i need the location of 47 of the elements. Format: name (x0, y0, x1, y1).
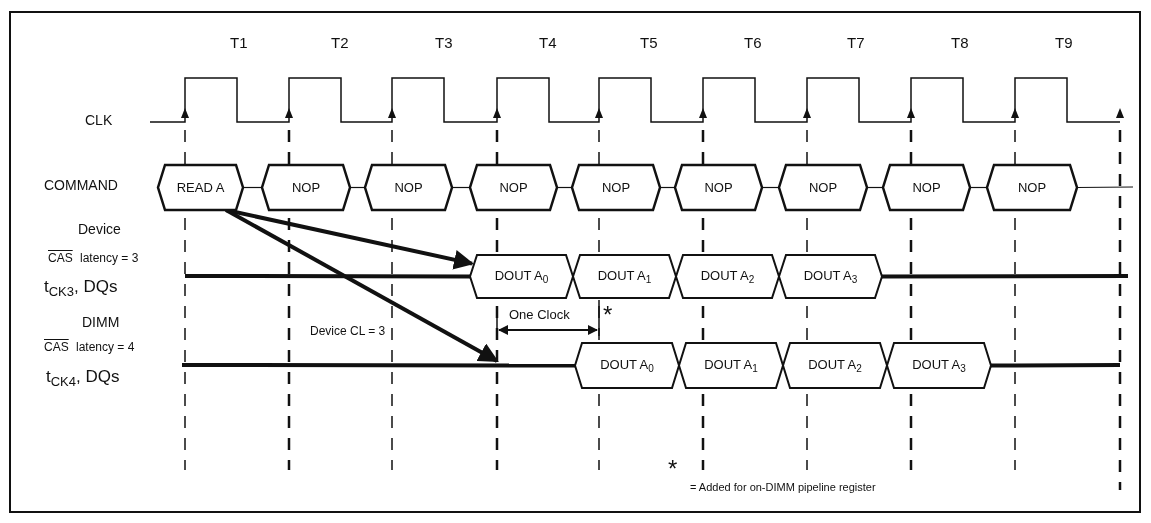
dimension-label: One Clock (509, 308, 570, 323)
command-box: READ A (158, 165, 243, 210)
data-box: DOUT A$_{2}$ (783, 343, 887, 388)
data-box: DOUT A$_{2}$ (676, 255, 779, 298)
signal-name: t$_{CK3}$, DQs (44, 278, 118, 300)
command-box: NOP (883, 165, 970, 210)
signal-line (882, 274, 1128, 279)
command-box: NOP (987, 165, 1077, 210)
clock-period-label: T9 (1055, 35, 1073, 52)
signal-name: CAS (44, 341, 69, 355)
footnote-mark: * (603, 302, 613, 329)
bus-line (242, 186, 263, 189)
signal-line (185, 274, 470, 279)
data-box: DOUT A$_{3}$ (887, 343, 991, 388)
signal-name: Device (78, 222, 121, 238)
edge-label: Device CL = 3 (308, 324, 388, 338)
command-box: NOP (365, 165, 452, 210)
footnote-mark: * (668, 456, 678, 483)
data-box: DOUT A$_{0}$ (575, 343, 679, 388)
clock-period-label: T4 (539, 35, 557, 52)
command-box: NOP (470, 165, 557, 210)
data-box: DOUT A$_{1}$ (679, 343, 783, 388)
clock-period-label: T3 (435, 35, 453, 52)
signal-name: t$_{CK4}$, DQs (46, 368, 120, 390)
command-box: NOP (675, 165, 762, 210)
data-box: DOUT A$_{0}$ (470, 255, 573, 298)
command-box: NOP (779, 165, 867, 210)
signal-name: latency = 4 (76, 341, 135, 355)
bus-line (1076, 186, 1134, 189)
command-box: NOP (262, 165, 350, 210)
clock-period-label: T1 (230, 35, 248, 52)
command-box: NOP (572, 165, 660, 210)
clock-period-label: T8 (951, 35, 969, 52)
signal-name: CLK (85, 113, 113, 129)
signal-name: COMMAND (44, 178, 118, 194)
footnote-text: = Added for on-DIMM pipeline register (690, 481, 876, 494)
clock-period-label: T6 (744, 35, 762, 52)
signal-name: CAS (48, 252, 73, 266)
signal-line (182, 363, 575, 368)
signal-name: latency = 3 (80, 252, 139, 266)
data-box: DOUT A$_{3}$ (779, 255, 882, 298)
clock-period-label: T5 (640, 35, 658, 52)
clock-period-label: T2 (331, 35, 349, 52)
clock-period-label: T7 (847, 35, 865, 52)
signal-name: DIMM (82, 315, 120, 331)
data-box: DOUT A$_{1}$ (573, 255, 676, 298)
signal-line (991, 363, 1120, 368)
